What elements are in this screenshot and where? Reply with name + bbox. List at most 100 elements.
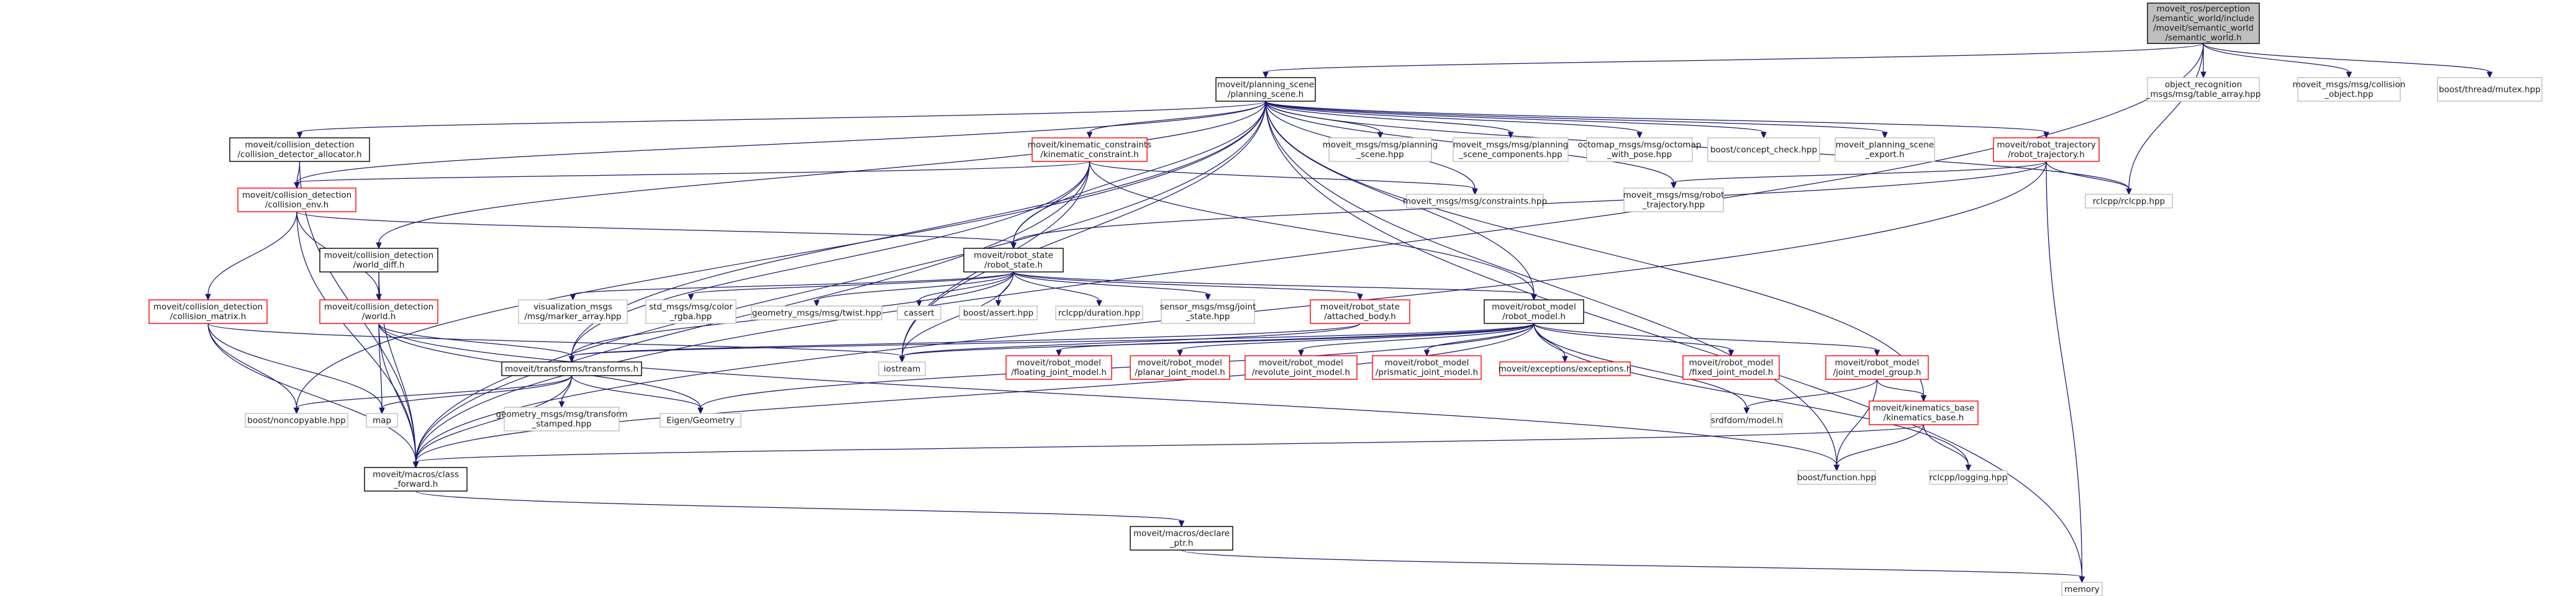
node-cassert[interactable]: cassert (897, 305, 941, 320)
node-map[interactable]: map (366, 413, 398, 428)
node-label-line: geometry_msgs/msg/transform (496, 410, 628, 420)
node-transforms[interactable]: moveit/transforms/transforms.h (501, 361, 642, 376)
node-label-line: moveit/robot_model (1492, 302, 1576, 312)
node-thread-mutex[interactable]: boost/thread/mutex.hpp (2437, 77, 2542, 102)
node-kinematics-base[interactable]: moveit/kinematics_base/kinematics_base.h (1869, 400, 1979, 425)
node-label-line: /planar_joint_model.h (1135, 368, 1225, 377)
node-box (237, 187, 356, 212)
node-kinematic-constraint[interactable]: moveit/kinematic_constraints/kinematic_c… (1028, 137, 1151, 162)
node-label-line: /semantic_world/include (2152, 14, 2254, 24)
edge-kinematics-base-to-boost-function (1833, 424, 1925, 472)
node-box (1993, 137, 2100, 162)
node-fixed-joint[interactable]: moveit/robot_model/fixed_joint_model.h (1682, 355, 1780, 380)
node-label-line: /collision_env.h (265, 200, 329, 210)
node-rclcpp[interactable]: rclcpp/rclcpp.hpp (2085, 194, 2173, 209)
node-joint-state[interactable]: sensor_msgs/msg/joint_state.hpp (1160, 299, 1256, 324)
node-label-line: sensor_msgs/msg/joint (1160, 302, 1256, 312)
node-label-line: moveit/robot_model (1689, 358, 1774, 368)
node-box (2297, 77, 2401, 102)
node-boost-function[interactable]: boost/function.hpp (1797, 470, 1876, 485)
node-label-line: /planning_scene.h (1228, 89, 1304, 99)
node-robot-trajectory[interactable]: moveit/robot_trajectory/robot_trajectory… (1993, 137, 2100, 162)
edge-kinematic-constraint-to-collision-env (294, 161, 1091, 189)
edge-class-forward-to-declare-ptr (415, 490, 1185, 528)
node-collision-env[interactable]: moveit/collision_detection/collision_env… (237, 187, 356, 212)
node-joint-model-group[interactable]: moveit/robot_model/joint_model_group.h (1825, 355, 1929, 380)
node-box (1710, 413, 1783, 428)
node-label-line: rclcpp/rclcpp.hpp (2093, 196, 2166, 206)
node-root[interactable]: moveit_ros/perception/semantic_world/inc… (2147, 2, 2260, 44)
node-floating-joint[interactable]: moveit/robot_model/floating_joint_model.… (1005, 355, 1112, 380)
node-transform-stamped[interactable]: geometry_msgs/msg/transform_stamped.hpp (496, 407, 628, 431)
edge-root-to-planning-scene (1263, 43, 2204, 79)
node-declare-ptr[interactable]: moveit/macros/declare_ptr.h (1130, 526, 1233, 551)
node-object-recognition[interactable]: object_recognition_msgs/msg/table_array.… (2146, 77, 2261, 102)
node-label-line: map (373, 415, 391, 425)
node-label-line: moveit_ros/perception (2157, 4, 2251, 14)
node-attached-body[interactable]: moveit/robot_state/attached_body.h (1310, 299, 1410, 324)
node-box (1055, 305, 1143, 320)
node-constraints-hpp[interactable]: moveit_msgs/msg/constraints.hpp (1403, 194, 1547, 209)
node-srdfdom[interactable]: srdfdom/model.h (1710, 413, 1783, 428)
nodes-layer: moveit_ros/perception/semantic_world/inc… (148, 2, 2542, 596)
node-world-diff[interactable]: moveit/collision_detection/world_diff.h (319, 248, 438, 273)
node-label-line: moveit/robot_trajectory (1997, 140, 2095, 150)
node-marker-array[interactable]: visualization_msgs/msg/marker_array.hpp (518, 299, 628, 324)
node-label-line: moveit/macros/declare (1133, 529, 1230, 539)
node-label-line: moveit/collision_detection (242, 191, 351, 201)
node-concept-check[interactable]: boost/concept_check.hpp (1707, 137, 1820, 162)
node-prismatic-joint[interactable]: moveit/robot_model/prismatic_joint_model… (1372, 355, 1482, 380)
node-iostream[interactable]: iostream (878, 361, 926, 376)
node-duration[interactable]: rclcpp/duration.hpp (1055, 305, 1143, 320)
node-octomap-pose[interactable]: octomap_msgs/msg/octomap_with_pose.hpp (1578, 137, 1702, 162)
node-box (148, 299, 268, 324)
edge-robot-model-to-exceptions (1533, 323, 1568, 363)
node-memory[interactable]: memory (2061, 582, 2103, 596)
edge-robot-model-to-iostream (899, 323, 1535, 363)
node-color-rgba[interactable]: std_msgs/msg/color_rgba.hpp (645, 299, 737, 324)
node-box (245, 413, 348, 428)
node-box (1797, 470, 1876, 485)
edge-robot-model-to-revolute-joint (1298, 323, 1535, 357)
edge-robot-trajectory-to-rclcpp (2046, 161, 2132, 196)
node-world[interactable]: moveit/collision_detection/world.h (319, 299, 438, 324)
node-box (1130, 526, 1233, 551)
node-boost-assert[interactable]: boost/assert.hpp (959, 305, 1038, 320)
node-box (1005, 355, 1112, 380)
edge-robot-model-to-rclcpp-logging (1533, 323, 1972, 472)
node-robot-model[interactable]: moveit/robot_model/robot_model.h (1484, 299, 1584, 324)
node-revolute-joint[interactable]: moveit/robot_model/revolute_joint_model.… (1245, 355, 1358, 380)
node-label-line: moveit/collision_detection (324, 251, 433, 261)
node-rclcpp-logging[interactable]: rclcpp/logging.hpp (1929, 470, 2008, 485)
node-planning-scene[interactable]: moveit/planning_scene/planning_scene.h (1215, 77, 1316, 102)
edge-root-to-collision-object (2203, 43, 2352, 79)
node-label-line: /world.h (362, 312, 396, 322)
node-collision-object[interactable]: moveit_msgs/msg/collision_object.hpp (2293, 77, 2406, 102)
node-label-line: _rgba.hpp (669, 312, 712, 322)
edge-planning-scene-to-ps-export (1265, 101, 1888, 139)
node-ps-components[interactable]: moveit_msgs/msg/planning_scene_component… (1453, 137, 1569, 162)
node-exceptions[interactable]: moveit/exceptions/exceptions.h (1499, 361, 1632, 376)
edge-robot-trajectory-to-robot-traj-hpp (1671, 161, 2047, 189)
node-label-line: visualization_msgs (533, 302, 612, 312)
node-label-line: moveit/collision_detection (153, 302, 263, 312)
node-twist[interactable]: geometry_msgs/msg/twist.hpp (751, 305, 882, 320)
node-box (1499, 361, 1631, 376)
node-robot-state[interactable]: moveit/robot_state/robot_state.h (963, 248, 1064, 273)
node-class-forward[interactable]: moveit/macros/class_forward.h (364, 467, 468, 492)
node-label-line: moveit/transforms/transforms.h (505, 364, 638, 374)
node-box (366, 413, 398, 428)
node-collision-matrix[interactable]: moveit/collision_detection/collision_mat… (148, 299, 268, 324)
node-cd-allocator[interactable]: moveit/collision_detection/collision_det… (229, 137, 370, 162)
node-ps-export[interactable]: moveit_planning_scene_export.h (1834, 137, 1935, 162)
edge-declare-ptr-to-memory (1181, 549, 2085, 584)
node-box (1707, 137, 1820, 162)
node-ps-msg[interactable]: moveit_msgs/msg/planning_scene.hpp (1323, 137, 1438, 162)
node-label-line: moveit/collision_detection (245, 140, 354, 150)
node-robot-traj-hpp[interactable]: moveit_msgs/msg/robot_trajectory.hpp (1623, 187, 1725, 212)
node-noncopyable[interactable]: boost/noncopyable.hpp (245, 413, 348, 428)
node-planar-joint[interactable]: moveit/robot_model/planar_joint_model.h (1130, 355, 1230, 380)
node-label-line: /robot_state.h (984, 260, 1043, 270)
node-eigen-geometry[interactable]: Eigen/Geometry (660, 413, 742, 428)
edge-planning-scene-to-concept-check (1265, 101, 1767, 139)
